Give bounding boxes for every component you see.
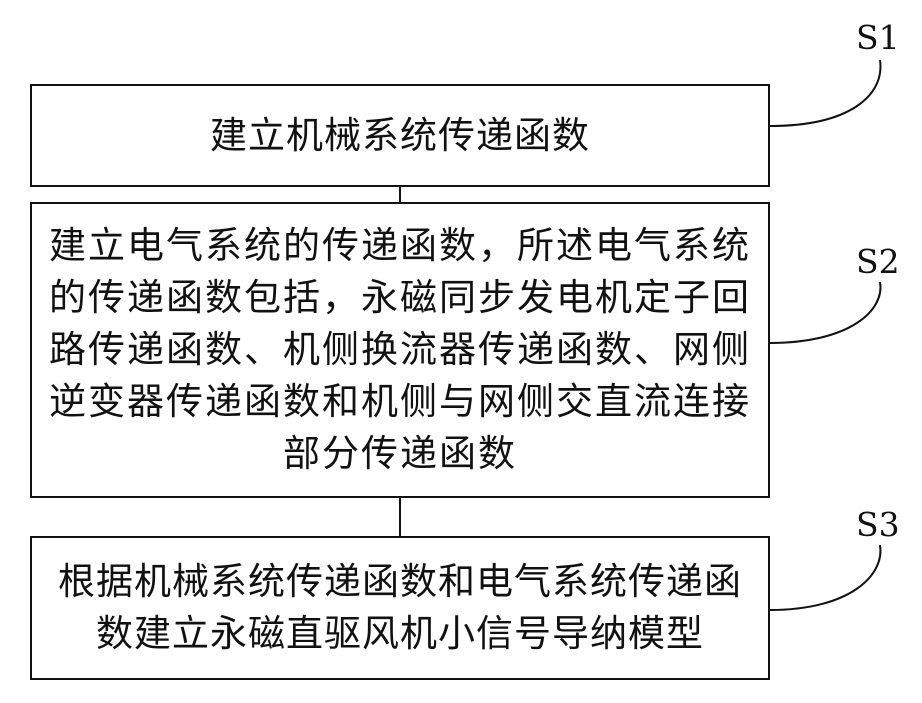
step-box-s2: 建立电气系统的传递函数，所述电气系统的传递函数包括，永磁同步发电机定子回路传递函… [30, 202, 770, 498]
step-label-s1: S1 [856, 18, 900, 57]
leader-line-s3 [770, 545, 880, 610]
leader-line-s2 [770, 282, 880, 343]
step-box-s1: 建立机械系统传递函数 [30, 84, 770, 187]
step-text-s2: 建立电气系统的传递函数，所述电气系统的传递函数包括，永磁同步发电机定子回路传递函… [46, 220, 754, 480]
step-text-s1: 建立机械系统传递函数 [210, 110, 590, 162]
leader-line-s1 [770, 60, 880, 126]
step-text-s3: 根据机械系统传递函数和电气系统传递函数建立永磁直驱风机小信号导纳模型 [50, 556, 750, 660]
step-label-s2: S2 [856, 242, 900, 281]
step-label-s3: S3 [856, 505, 900, 544]
step-box-s3: 根据机械系统传递函数和电气系统传递函数建立永磁直驱风机小信号导纳模型 [30, 536, 770, 680]
